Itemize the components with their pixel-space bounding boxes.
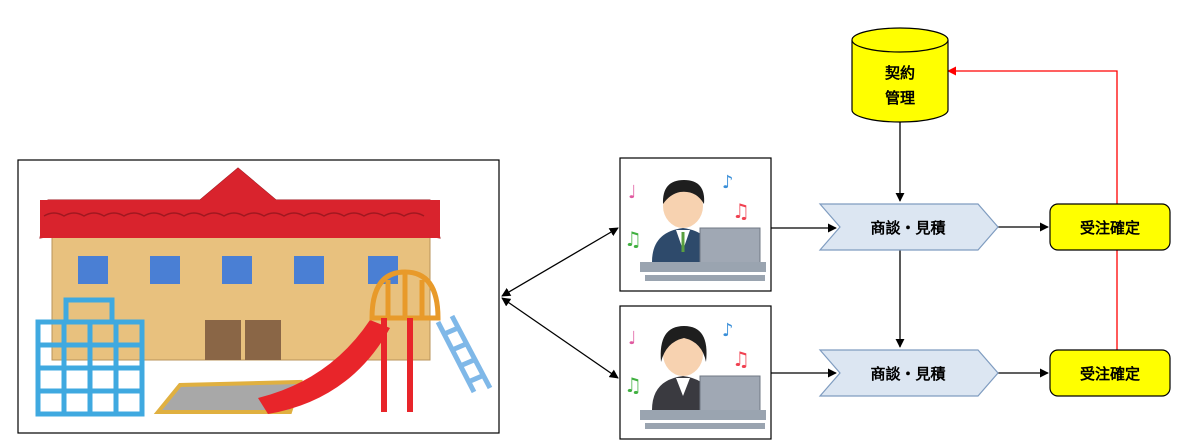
svg-text:♫: ♫ [732, 347, 750, 371]
order-label-2: 受注確定 [1080, 365, 1140, 383]
svg-text:♫: ♫ [624, 373, 642, 397]
process-label-1: 商談・見積 [870, 219, 946, 237]
process-step-2: 商談・見積 [818, 349, 999, 397]
order-box-2: 受注確定 [1049, 349, 1171, 397]
agent-panel-1: ♩ ♪ ♫ ♫ [619, 157, 772, 292]
svg-text:♩: ♩ [628, 182, 637, 203]
svg-text:♫: ♫ [624, 227, 642, 251]
svg-text:♩: ♩ [628, 328, 637, 349]
connectors [501, 122, 1049, 379]
process-step-1: 商談・見積 [818, 203, 999, 251]
process-label-2: 商談・見積 [870, 365, 946, 383]
svg-text:♫: ♫ [732, 199, 750, 223]
arrow-building-agent2 [501, 297, 619, 379]
arrow-order-to-db [947, 66, 1118, 205]
female-operator-icon: ♩ ♪ ♫ ♫ [624, 320, 766, 429]
svg-text:♪: ♪ [722, 172, 734, 193]
order-label-1: 受注確定 [1080, 219, 1140, 237]
agent-panel-2: ♩ ♪ ♫ ♫ [619, 305, 772, 440]
db-label-line1: 契約 [884, 64, 915, 82]
contract-db: 契約 管理 [851, 27, 949, 123]
svg-text:♪: ♪ [722, 320, 734, 341]
order-box-1: 受注確定 [1049, 203, 1171, 251]
building-illustration [35, 167, 493, 417]
db-label-line2: 管理 [885, 89, 915, 107]
feedback-connectors [947, 66, 1118, 350]
arrow-building-agent1 [501, 227, 619, 297]
male-operator-icon: ♩ ♪ ♫ ♫ [624, 172, 766, 281]
kindergarten-panel [17, 159, 500, 434]
